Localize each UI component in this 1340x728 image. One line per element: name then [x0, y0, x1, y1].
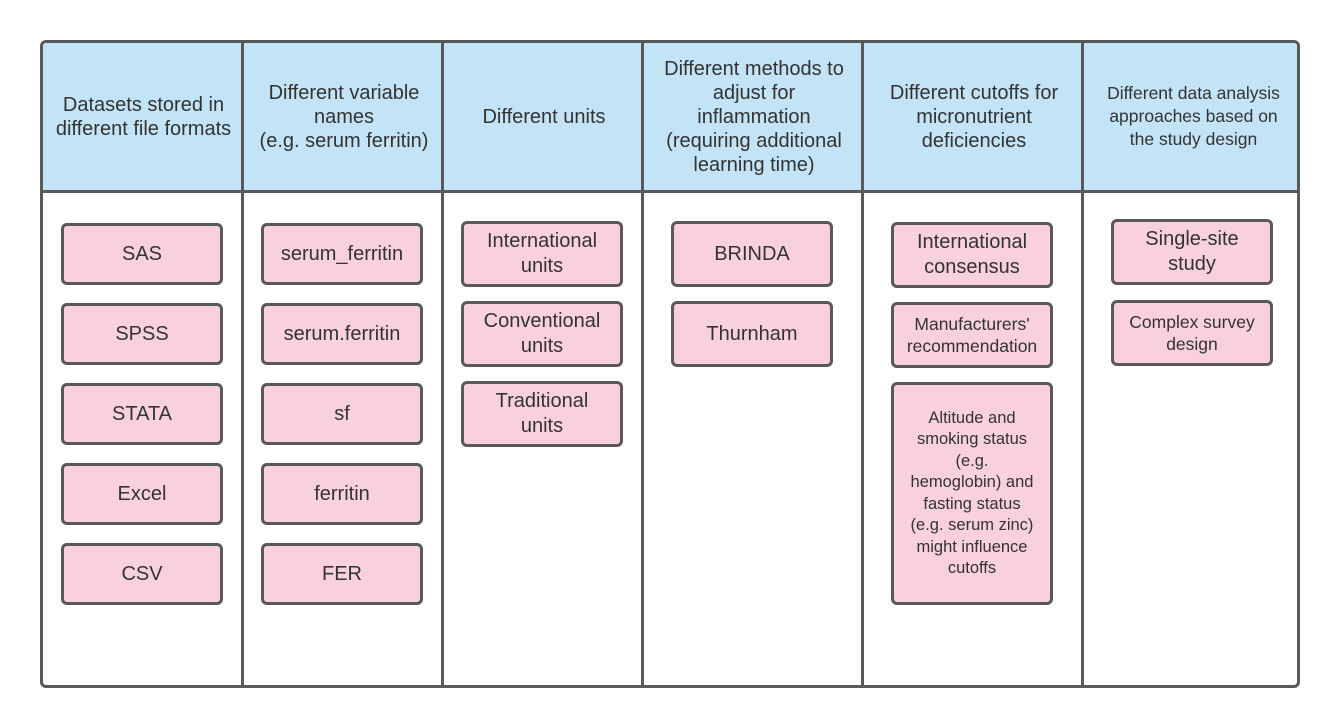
- card-traditional-units: Traditional units: [461, 381, 623, 447]
- column-micronutrient-cutoffs: Different cutoffs for micronutrient defi…: [861, 43, 1084, 685]
- card-spss: SPSS: [61, 303, 223, 365]
- comparison-board: Datasets stored in different file format…: [40, 40, 1300, 688]
- card-brinda: BRINDA: [671, 221, 833, 287]
- column-inflammation-methods: Different methods to adjust for inflamma…: [641, 43, 864, 685]
- column-header: Different units: [444, 43, 644, 193]
- card-thurnham: Thurnham: [671, 301, 833, 367]
- column-analysis-approaches: Different data analysis approaches based…: [1081, 43, 1297, 685]
- column-header: Different methods to adjust for inflamma…: [644, 43, 864, 193]
- column-variable-names: Different variable names (e.g. serum fer…: [241, 43, 444, 685]
- card-conventional-units: Conventional units: [461, 301, 623, 367]
- card-sas: SAS: [61, 223, 223, 285]
- card-international-units: International units: [461, 221, 623, 287]
- column-header: Different cutoffs for micronutrient defi…: [864, 43, 1084, 193]
- card-single-site-study: Single-site study: [1111, 219, 1273, 285]
- card-excel: Excel: [61, 463, 223, 525]
- card-stata: STATA: [61, 383, 223, 445]
- card-fer: FER: [261, 543, 423, 605]
- card-serum-underscore-ferritin: serum_ferritin: [261, 223, 423, 285]
- column-header: Different data analysis approaches based…: [1084, 43, 1297, 193]
- card-altitude-smoking-fasting: Altitude and smoking status (e.g. hemogl…: [891, 382, 1053, 605]
- card-complex-survey-design: Complex survey design: [1111, 300, 1273, 366]
- card-ferritin: ferritin: [261, 463, 423, 525]
- column-header: Different variable names (e.g. serum fer…: [244, 43, 444, 193]
- column-units: Different units International units Conv…: [441, 43, 644, 685]
- card-csv: CSV: [61, 543, 223, 605]
- card-serum-dot-ferritin: serum.ferritin: [261, 303, 423, 365]
- card-sf: sf: [261, 383, 423, 445]
- column-file-formats: Datasets stored in different file format…: [43, 43, 244, 685]
- card-international-consensus: International consensus: [891, 222, 1053, 288]
- card-manufacturers-recommendation: Manufacturers' recommendation: [891, 302, 1053, 368]
- column-header: Datasets stored in different file format…: [43, 43, 244, 193]
